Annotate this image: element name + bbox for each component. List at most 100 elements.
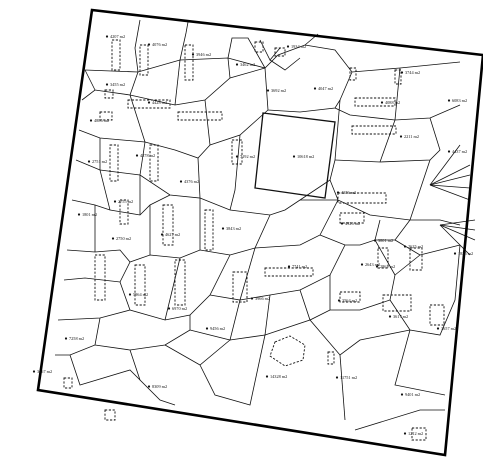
parcel-centroid [400, 393, 404, 396]
parcel-area-label: 2755 m2 [118, 199, 133, 204]
building-footprints [63, 39, 445, 441]
parcel-centroid [403, 245, 407, 248]
parcel-centroid [388, 315, 392, 318]
parcel-centroid [77, 213, 81, 216]
parcel-area-label: 3843 m2 [226, 226, 241, 231]
parcel-area-label: 2862 m2 [380, 264, 395, 269]
parcel-area-label: 3657 m2 [441, 326, 456, 331]
parcel-area-label: 3692 m2 [271, 88, 286, 93]
parcel-centroid [147, 43, 151, 46]
parcel-area-label: 9401 m2 [405, 392, 420, 397]
parcel-area-label: 10618 m2 [297, 154, 314, 159]
parcel-area-label: 14328 m2 [270, 374, 287, 379]
parcel-centroid [360, 263, 364, 266]
parcel-centroid [436, 327, 440, 330]
parcel-area-label: 3744 m2 [405, 70, 420, 75]
parcel-centroid [373, 239, 377, 242]
parcel-area-label: 1212 m2 [408, 431, 423, 436]
parcel-centroid [32, 370, 36, 373]
parcel-area-label: 4076 m2 [152, 42, 167, 47]
parcel-centroid [87, 160, 91, 163]
selected-parcel[interactable] [254, 112, 336, 199]
parcel-area-label: 3455 m2 [110, 82, 125, 87]
parcel-centroid [113, 200, 117, 203]
parcel-area-label: 7741 m2 [292, 264, 307, 269]
parcel-area-label: 11751 m2 [340, 375, 357, 380]
parcel-centroid [167, 307, 171, 310]
parcel-centroid [336, 191, 340, 194]
parcel-area-label: 4088 m2 [385, 100, 400, 105]
parcel-centroid [250, 297, 254, 300]
parcel-centroid [335, 376, 339, 379]
parcel-centroid [179, 180, 183, 183]
parcel-area-label: 4886 m2 [94, 118, 109, 123]
parcel-area-label: 4627 m2 [165, 232, 180, 237]
parcel-centroid [340, 222, 344, 225]
parcel-centroid [403, 432, 407, 435]
parcel-centroid [235, 63, 239, 66]
parcel-centroid [160, 233, 164, 236]
parcel-area-label: 4047 m2 [318, 86, 333, 91]
parcel-centroid [453, 252, 457, 255]
parcel-centroid [135, 154, 139, 157]
parcel-centroid [337, 299, 341, 302]
parcel-centroid [221, 227, 225, 230]
parcel-area-label: 3617 m2 [393, 314, 408, 319]
parcel-centroid [266, 89, 270, 92]
parcel-area-label: 2211 m2 [404, 134, 419, 139]
parcel-centroid [147, 385, 151, 388]
parcel-area-label: 3801 m2 [378, 238, 393, 243]
parcel-centroid [111, 237, 115, 240]
parcel-centroid [292, 155, 296, 158]
parcel-area-label: 3946 m2 [196, 52, 211, 57]
parcel-centroid [128, 293, 132, 296]
parcel-centroid [89, 119, 93, 122]
parcel-area-label: 2751 m2 [92, 159, 107, 164]
parcel-area-labels: 4207 m2 4076 m2 3946 m2 1934 m2 3462 m2 3744 … [37, 34, 473, 436]
parcel-area-label: 1825 m2 [458, 251, 473, 256]
parcel-area-label: 2750 m2 [116, 236, 131, 241]
parcel-area-label: 8309 m2 [152, 384, 167, 389]
parcel-area-label: 3462 m2 [240, 62, 255, 67]
parcel-area-label: 4376 m2 [341, 190, 356, 195]
parcel-centroid [400, 71, 404, 74]
parcel-area-label: 4428 m2 [152, 100, 167, 105]
parcel-area-label: 4207 m2 [110, 34, 125, 39]
parcel-area-label: 1801 m2 [82, 212, 97, 217]
parcel-centroid [287, 265, 291, 268]
parcel-centroid [447, 99, 451, 102]
parcel-centroid [191, 53, 195, 56]
parcel-centroid [205, 327, 209, 330]
parcel-centroid [447, 150, 451, 153]
parcel-area-label: 2625 m2 [408, 244, 423, 249]
parcel-centroid [313, 87, 317, 90]
parcel-area-label: 2643 m2 [365, 262, 380, 267]
parcel-area-label: 5964 m2 [133, 292, 148, 297]
parcel-centroid [235, 155, 239, 158]
parcel-centroid [380, 101, 384, 104]
site-boundary [36, 8, 483, 457]
parcel-area-label: 6083 m2 [452, 98, 467, 103]
parcel-area-label: 4376 m2 [184, 179, 199, 184]
parcel-area-label: 3564 m2 [342, 298, 357, 303]
parcel-area-label: 4926 m2 [345, 221, 360, 226]
parcel-cells [55, 19, 476, 431]
parcel-area-label: 1934 m2 [291, 44, 306, 49]
parcel-area-label: 9456 m2 [210, 326, 225, 331]
parcel-centroid [105, 35, 109, 38]
parcel-centroid [399, 135, 403, 138]
parcel-area-label: 3667 m2 [37, 369, 52, 374]
parcel-area-label: 6970 m2 [172, 306, 187, 311]
parcel-area-label: 4378 m2 [140, 153, 155, 158]
parcel-centroid [265, 375, 269, 378]
parcel-centroid [105, 83, 109, 86]
parcel-centroid [286, 45, 290, 48]
parcel-area-label: 4437 m2 [452, 149, 467, 154]
parcel-area-label: 7192 m2 [240, 154, 255, 159]
parcel-area-label: 3966 m2 [255, 296, 270, 301]
parcel-area-label: 7258 m2 [69, 336, 84, 341]
parcel-centroid [64, 337, 68, 340]
parcel-centroid [147, 101, 151, 104]
parcel-centroid [375, 265, 379, 268]
